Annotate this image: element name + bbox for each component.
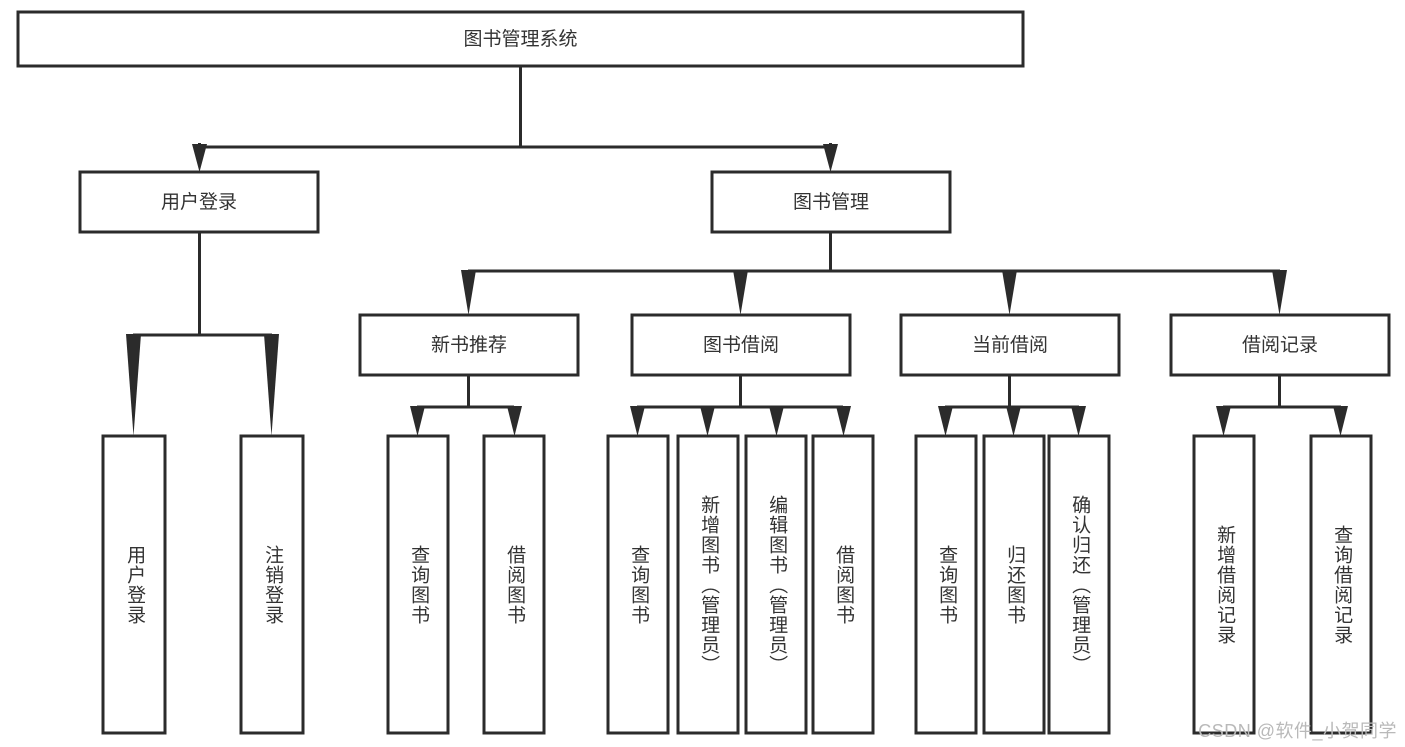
arrowhead-book-borrow <box>733 270 748 315</box>
node-book-borrow-label: 图书借阅 <box>703 334 779 356</box>
arrowhead-current-borrow <box>1002 270 1017 315</box>
arrowhead-leaf-query-book-1 <box>410 406 425 436</box>
node-layer: 图书管理系统 用户登录 图书管理 新书推荐 图书借阅 当前借阅 借阅记录 <box>16 10 1391 735</box>
arrowhead-layer <box>126 144 1348 436</box>
node-leaf-edit-book[interactable] <box>744 434 808 735</box>
arrowhead-leaf-borrow-book-1 <box>507 406 522 436</box>
arrowhead-book-manage <box>823 144 838 172</box>
node-leaf-logout[interactable] <box>239 434 305 735</box>
arrowhead-borrow-record <box>1272 270 1287 315</box>
node-borrow-record-label: 借阅记录 <box>1242 334 1318 356</box>
node-new-book-rec[interactable] <box>358 313 580 377</box>
arrowhead-leaf-add-record <box>1216 406 1231 436</box>
csdn-watermark: CSDN @软件_小贺同学 <box>1198 721 1397 741</box>
connector-layer <box>133 66 1341 409</box>
node-leaf-query-book-1[interactable] <box>386 434 450 735</box>
arrowhead-leaf-add-book <box>700 406 715 436</box>
arrowhead-user-login <box>192 144 207 172</box>
node-leaf-add-book[interactable] <box>676 434 740 735</box>
arrowhead-leaf-borrow-book-2 <box>836 406 851 436</box>
node-book-borrow[interactable] <box>630 313 852 377</box>
node-leaf-query-book-3[interactable] <box>914 434 978 735</box>
node-leaf-borrow-book-1[interactable] <box>482 434 546 735</box>
node-leaf-return-book[interactable] <box>982 434 1046 735</box>
arrowhead-new-book-rec <box>461 270 476 315</box>
node-new-book-rec-label: 新书推荐 <box>431 334 507 356</box>
node-leaf-borrow-book-2[interactable] <box>811 434 875 735</box>
arrowhead-leaf-query-record <box>1333 406 1348 436</box>
node-leaf-query-record[interactable] <box>1309 434 1373 735</box>
arrowhead-leaf-query-book-3 <box>938 406 953 436</box>
node-current-borrow[interactable] <box>899 313 1121 377</box>
node-root[interactable] <box>16 10 1025 68</box>
node-borrow-record[interactable] <box>1169 313 1391 377</box>
arrowhead-leaf-query-book-2 <box>630 406 645 436</box>
arrowhead-leaf-confirm-return <box>1071 406 1086 436</box>
arrowhead-leaf-logout <box>264 334 279 436</box>
node-book-manage[interactable] <box>710 170 952 234</box>
node-user-login[interactable] <box>78 170 320 234</box>
arrowhead-leaf-edit-book <box>769 406 784 436</box>
node-leaf-add-record[interactable] <box>1192 434 1256 735</box>
arrowhead-leaf-return-book <box>1006 406 1021 436</box>
node-user-login-label: 用户登录 <box>161 191 237 213</box>
node-leaf-confirm-return[interactable] <box>1047 434 1111 735</box>
node-book-manage-label: 图书管理 <box>793 191 869 213</box>
node-leaf-user-login[interactable] <box>101 434 167 735</box>
node-leaf-query-book-2[interactable] <box>606 434 670 735</box>
arrowhead-leaf-user-login <box>126 334 141 436</box>
node-current-borrow-label: 当前借阅 <box>972 334 1048 356</box>
node-root-label: 图书管理系统 <box>463 28 577 50</box>
